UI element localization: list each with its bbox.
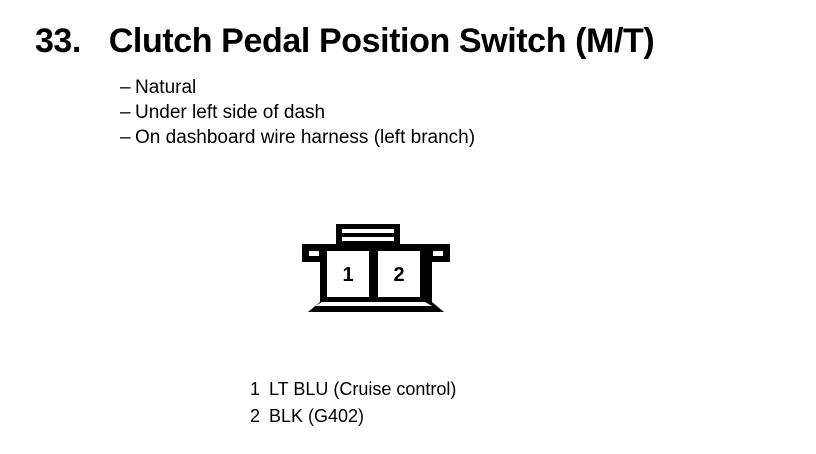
page-title-text: Clutch Pedal Position Switch (M/T): [108, 22, 655, 60]
list-item-label: On dashboard wire harness (left branch): [135, 127, 476, 148]
connector-locking-tab: [336, 224, 400, 246]
legend-row: 1 LT BLU (Cruise control): [250, 376, 456, 403]
list-item: – Natural: [120, 75, 475, 100]
page-title: 33. Clutch Pedal Position Switch (M/T): [35, 22, 655, 61]
legend-pin-description: BLK (G402): [269, 406, 365, 426]
list-item: – On dashboard wire harness (left branch…: [120, 125, 475, 150]
legend-row: 2 BLK (G402): [250, 403, 456, 430]
pin-legend: 1 LT BLU (Cruise control) 2 BLK (G402): [250, 376, 456, 430]
list-item-label: Under left side of dash: [135, 102, 326, 123]
connector-body: [302, 244, 450, 312]
cavity-number-2: 2: [393, 264, 404, 286]
list-item-label: Natural: [135, 77, 197, 98]
list-item: – Under left side of dash: [120, 100, 475, 125]
dash-bullet-icon: –: [120, 77, 131, 98]
legend-pin-description: LT BLU (Cruise control): [269, 379, 457, 399]
specification-list: – Natural – Under left side of dash – On…: [120, 75, 475, 150]
page-title-number: 33.: [35, 22, 81, 60]
legend-pin-number: 2: [250, 406, 261, 426]
dash-bullet-icon: –: [120, 127, 131, 148]
legend-pin-number: 1: [250, 379, 261, 399]
connector-diagram: 1 2: [296, 216, 456, 326]
dash-bullet-icon: –: [120, 102, 131, 123]
connector-outline-icon: 1 2: [302, 224, 450, 312]
cavity-number-1: 1: [342, 264, 353, 286]
